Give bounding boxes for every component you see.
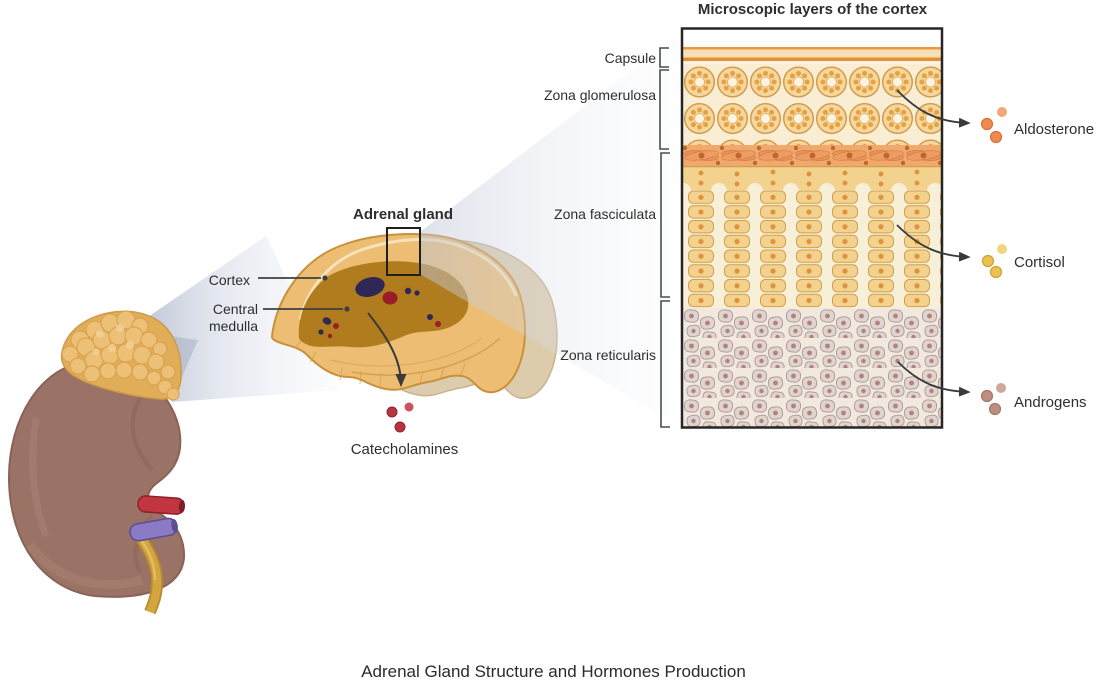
adrenal-gland-on-kidney xyxy=(60,310,182,401)
hormone-label-androgens: Androgens xyxy=(1014,394,1087,411)
layer-spindle-band xyxy=(683,145,941,166)
catecholamines-arrow xyxy=(367,312,407,387)
cortisol-arrow xyxy=(896,224,971,262)
renal-vein xyxy=(129,517,178,542)
androgens-dots xyxy=(980,383,1006,416)
panel-border xyxy=(680,27,944,429)
layer-label-zona-reticularis: Zona reticularis xyxy=(560,347,656,363)
layer-zona-glomerulosa xyxy=(683,64,941,145)
adrenal-gland-title: Adrenal gland xyxy=(352,206,453,223)
cortex-label: Cortex xyxy=(208,272,250,288)
bracket-reticularis xyxy=(660,300,670,428)
catecholamines-label: Catecholamines xyxy=(350,441,459,458)
layer-zona-fasciculata xyxy=(683,190,941,308)
bracket-fasciculata xyxy=(660,152,670,298)
panel-title: Microscopic layers of the cortex xyxy=(697,1,928,18)
hormone-arrows xyxy=(896,89,971,397)
layer-brackets xyxy=(659,47,670,428)
aldosterone-arrow xyxy=(896,89,971,128)
layer-label-capsule: Capsule xyxy=(604,50,656,66)
hormone-label-cortisol: Cortisol xyxy=(1014,254,1065,271)
bracket-capsule xyxy=(659,47,669,68)
catecholamines-dots xyxy=(386,402,414,433)
ureter xyxy=(134,532,164,615)
androgens-arrow xyxy=(897,361,971,397)
layer-capsule-band xyxy=(683,47,941,50)
figure-caption: Adrenal Gland Structure and Hormones Pro… xyxy=(361,662,746,681)
central-medulla-label: Central medulla xyxy=(208,301,258,334)
kidney-illustration xyxy=(7,310,186,615)
histology-panel xyxy=(680,27,944,429)
zoom-beam-gland-to-panel xyxy=(420,31,683,428)
hormone-label-aldosterone: Aldosterone xyxy=(1014,121,1095,138)
renal-artery xyxy=(137,495,185,515)
layer-label-zona-fasciculata: Zona fasciculata xyxy=(554,206,656,222)
central-medulla-pointer xyxy=(263,306,350,312)
bracket-glomerulosa xyxy=(659,69,669,150)
gland-central-medulla xyxy=(298,261,469,348)
layer-zona-reticularis xyxy=(683,308,941,427)
medulla-granules xyxy=(318,277,441,339)
zoom-box xyxy=(386,227,421,276)
layer-label-zona-glomerulosa: Zona glomerulosa xyxy=(543,87,656,103)
cortex-pointer xyxy=(258,275,328,281)
cortisol-dots xyxy=(981,244,1007,279)
aldosterone-dots xyxy=(980,107,1007,144)
